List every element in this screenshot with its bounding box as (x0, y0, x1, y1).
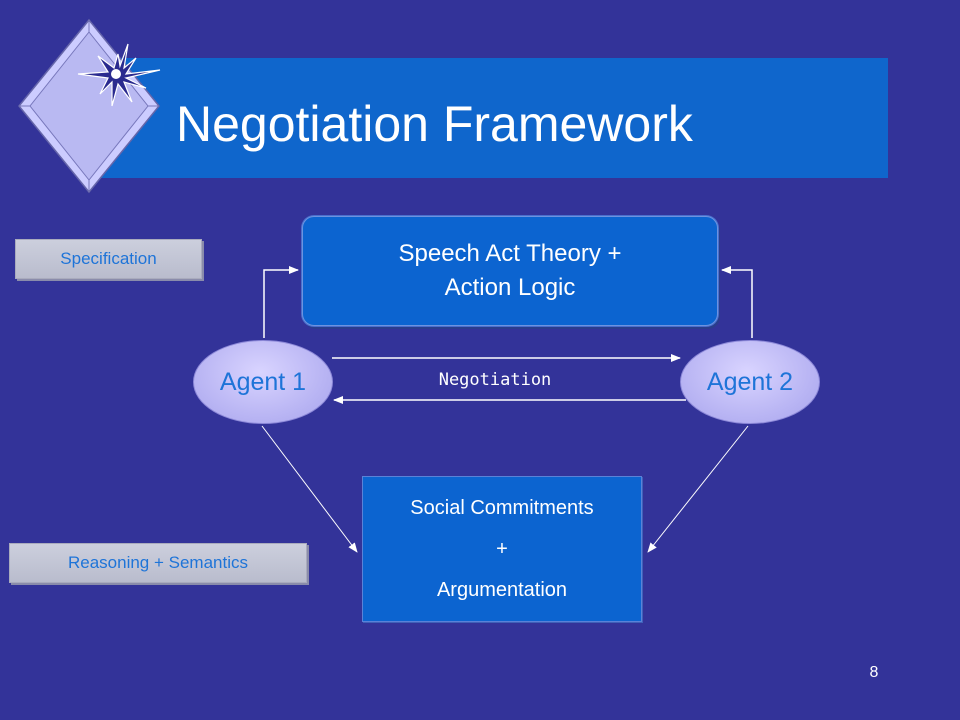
speech-act-line1: Speech Act Theory + (398, 240, 622, 267)
slide-title: Negotiation Framework (176, 96, 693, 152)
speech-act-theory-box: Speech Act Theory + Action Logic (302, 216, 718, 326)
title-bar (90, 58, 888, 178)
agent2-ellipse: Agent 2 (680, 340, 820, 424)
social-line3: Argumentation (436, 578, 568, 601)
reasoning-semantics-label: Reasoning + Semantics (9, 543, 307, 583)
social-line1: Social Commitments (410, 496, 594, 519)
social-commitments-box: Social Commitments + Argumentation (362, 476, 642, 622)
diamond-star-logo (18, 18, 161, 194)
agent1-ellipse: Agent 1 (193, 340, 333, 424)
negotiation-label: Negotiation (438, 370, 552, 390)
agent2-to-social-arrow (647, 425, 749, 553)
agent1-to-social-arrow (261, 425, 358, 553)
agent2-to-speech-act-arrow (721, 266, 753, 338)
agent1-to-speech-act-arrow (263, 266, 299, 338)
agent1-label: Agent 1 (219, 367, 307, 396)
page-number: 8 (869, 664, 879, 681)
agent2-label: Agent 2 (706, 367, 794, 396)
specification-label: Specification (15, 239, 202, 279)
social-line2: + (496, 537, 508, 560)
speech-act-line2: Action Logic (444, 274, 576, 301)
